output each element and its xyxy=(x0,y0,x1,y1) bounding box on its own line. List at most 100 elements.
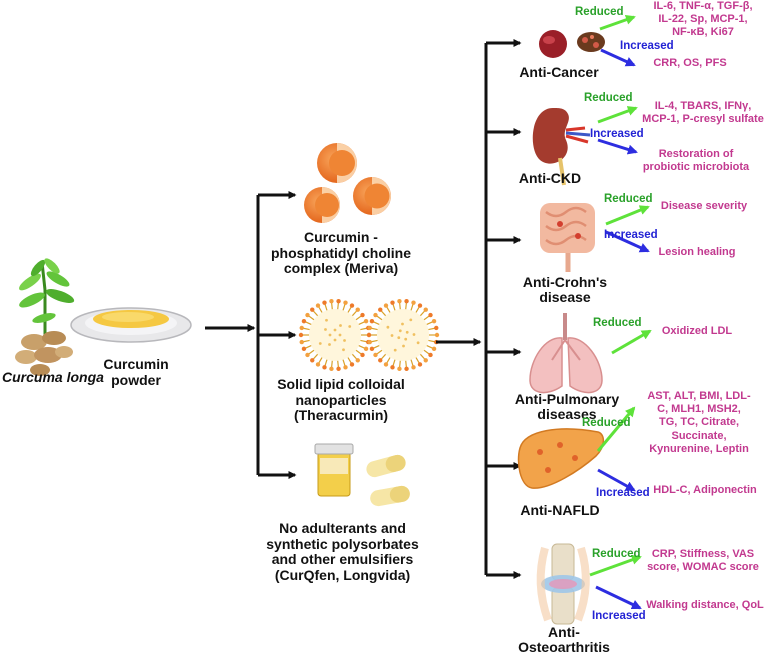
lipid-head xyxy=(366,332,372,338)
lipid-head xyxy=(383,303,389,308)
lipid-head xyxy=(305,352,310,358)
curcumin-dot xyxy=(404,337,408,341)
crohns-reduced-markers: Disease severity xyxy=(654,200,754,213)
lipid-head xyxy=(411,365,416,370)
lipid-head xyxy=(404,298,409,304)
lipid-head xyxy=(355,358,360,363)
curcumin-powder-plate xyxy=(70,307,192,343)
curcumin-dot xyxy=(324,328,327,331)
nafld-increased-line-1: HDL-C, Adiponectin xyxy=(653,484,757,496)
oa-reduced-line-1: CRP, Stiffness, VAS xyxy=(651,548,755,560)
cancer-increased-arrow xyxy=(600,48,636,67)
tumor-illustration xyxy=(539,30,605,58)
meriva-line-3: complex (Meriva) xyxy=(283,260,399,277)
lipid-head xyxy=(343,300,348,305)
nanoparticle-core xyxy=(309,309,361,361)
kidney-illustration xyxy=(532,108,591,186)
ckd-reduced-line-1: IL-4, TBARS, IFNγ, xyxy=(654,100,752,112)
cancer-reduced-tag: Reduced xyxy=(575,6,624,18)
lipid-head xyxy=(336,298,341,304)
lipid-head xyxy=(315,362,321,367)
lipid-head xyxy=(390,365,395,370)
outcome-title-oa-line-2: Osteoarthritis xyxy=(518,639,610,656)
curcumin-dot xyxy=(386,325,390,329)
lipid-head xyxy=(360,352,365,358)
curqfen-label: No adulterants and synthetic polysorbate… xyxy=(255,520,430,584)
lipid-head xyxy=(299,325,304,331)
curcumin-dot xyxy=(409,318,413,322)
ckd-increased-arrow xyxy=(597,138,638,155)
outcome-title-oa: Anti- Osteoarthritis xyxy=(505,624,623,656)
cancer-reduced-line-1: IL-6, TNF-α, TGF-β, xyxy=(653,0,753,12)
curqfen-line-3: and other emulsifiers xyxy=(271,551,414,568)
outcome-title-ckd: Anti-CKD xyxy=(510,170,590,186)
oa-increased-arrow xyxy=(595,585,642,610)
intestine-illustration xyxy=(540,203,595,272)
pulmonary-reduced-line-1: Oxidized LDL xyxy=(661,325,733,337)
crohns-reduced-arrow xyxy=(605,205,650,226)
ckd-increased-markers: Restoration of probiotic microbiota xyxy=(632,148,760,174)
outcome-title-crohns-line-1: Anti-Crohn's xyxy=(522,274,608,290)
curcumin-dot xyxy=(416,341,420,345)
oa-reduced-arrow xyxy=(589,555,642,577)
curcumin-dot xyxy=(325,318,328,322)
oa-increased-markers: Walking distance, QoL xyxy=(638,599,772,612)
curcumin-dot xyxy=(342,348,345,352)
outcome-title-pulmonary: Anti-Pulmonary diseases xyxy=(508,391,626,422)
pulmonary-reduced-tag: Reduced xyxy=(593,317,642,329)
curcumin-dot xyxy=(343,339,346,342)
lipid-head xyxy=(349,303,355,308)
lipid-head xyxy=(343,365,348,370)
meriva-label: Curcumin - phosphatidyl choline complex … xyxy=(256,229,426,277)
nafld-reduced-markers: AST, ALT, BMI, LDL- C, MLH1, MSH2, TG, T… xyxy=(628,390,770,456)
curcumin-dot xyxy=(333,338,337,342)
ckd-reduced-line-2: MCP-1, P-cresyl sulfate xyxy=(642,113,764,126)
pulmonary-reduced-arrow xyxy=(611,329,652,355)
ckd-increased-line-1: Restoration of xyxy=(658,148,734,160)
lipid-head xyxy=(367,325,372,331)
outcome-bracket xyxy=(484,39,522,579)
lipid-head xyxy=(363,346,369,352)
lipid-head xyxy=(428,352,433,358)
lipid-head xyxy=(417,303,423,308)
lipid-head xyxy=(305,312,310,318)
lipid-head xyxy=(322,365,327,370)
theracurmin-line-2: nanoparticles xyxy=(295,391,387,408)
lipid-head xyxy=(397,298,402,304)
theracurmin-nanoparticles xyxy=(298,298,440,372)
lipid-head xyxy=(417,362,423,367)
nafld-increased-markers: HDL-C, Adiponectin xyxy=(640,484,770,497)
theracurmin-label: Solid lipid colloidal nanoparticles (The… xyxy=(256,376,426,424)
curqfen-line-2: synthetic polysorbates xyxy=(266,535,419,552)
curcumin-dot xyxy=(412,333,416,336)
liver-illustration xyxy=(517,428,605,489)
lipid-head xyxy=(378,307,383,312)
crohns-increased-line-1: Lesion healing xyxy=(658,246,736,258)
theracurmin-line-3: (Theracurmin) xyxy=(293,407,389,424)
lipid-head xyxy=(431,318,437,324)
ckd-reduced-arrow xyxy=(597,106,638,124)
lipid-head xyxy=(411,300,416,305)
curcumin-dot xyxy=(328,343,331,346)
formulation-bracket xyxy=(256,191,297,479)
lipid-head xyxy=(397,366,402,372)
curcumin-dot xyxy=(339,324,342,327)
lipid-head xyxy=(404,366,409,372)
pulmonary-reduced-markers: Oxidized LDL xyxy=(654,325,740,338)
curcumin-dot xyxy=(390,334,394,337)
lipid-head xyxy=(360,312,365,318)
lipid-head xyxy=(390,300,395,305)
lipid-head xyxy=(431,346,437,352)
cancer-increased-tag: Increased xyxy=(620,40,674,52)
crohns-reduced-tag: Reduced xyxy=(604,193,653,205)
ckd-reduced-tag: Reduced xyxy=(584,92,633,104)
effect-arrows xyxy=(589,14,652,610)
meriva-complex-spheres xyxy=(304,143,391,223)
nafld-reduced-line-3: TG, TC, Citrate, xyxy=(658,416,740,429)
lipid-head xyxy=(329,366,334,372)
cancer-reduced-line-3: NF-κB, Ki67 xyxy=(672,26,734,39)
product-label-text: Curcumin powder xyxy=(103,356,169,388)
lipid-head xyxy=(363,318,369,324)
curcumin-dot xyxy=(348,325,352,328)
